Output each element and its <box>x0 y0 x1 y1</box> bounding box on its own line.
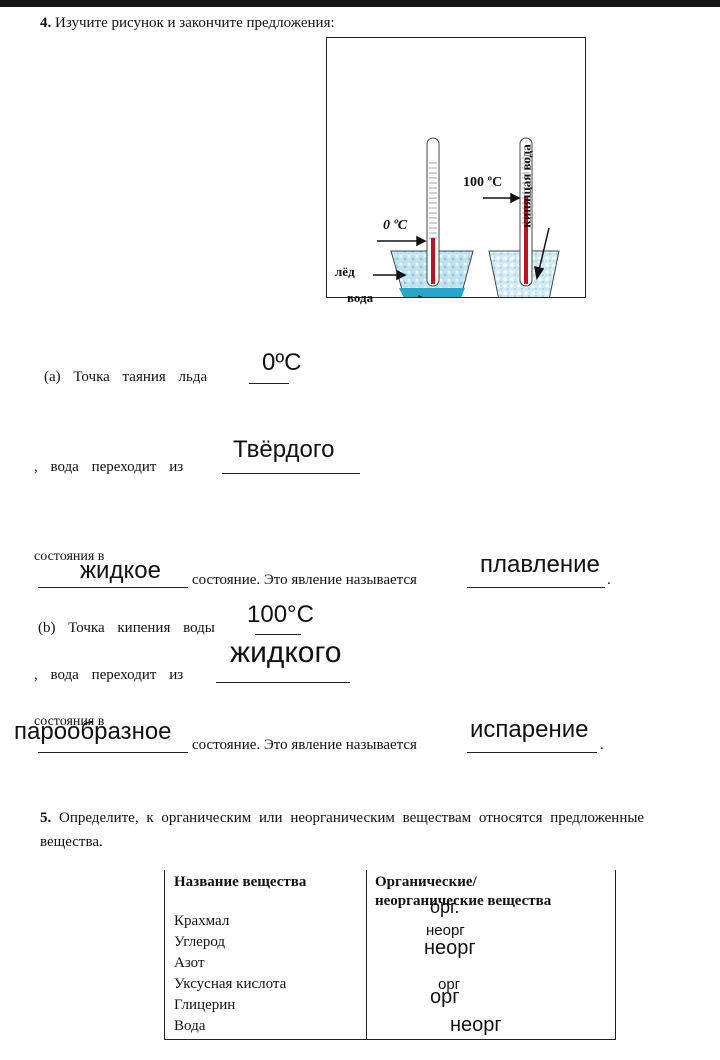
q4b-to-line <box>38 752 188 753</box>
q4b-prefix: (b) Точка кипения воды <box>38 620 215 636</box>
q4b-answer-temp: 100°C <box>247 601 314 628</box>
table-row-name: Вода <box>174 1018 206 1034</box>
q4b-suffix: состояние. Это явление называется <box>192 737 417 753</box>
q4b-phenomenon-line <box>467 752 597 753</box>
table-row-name: Углерод <box>174 934 226 950</box>
q4a-to-line <box>38 587 188 588</box>
label-water: вода <box>347 290 374 305</box>
thermometer-illustration <box>373 137 560 297</box>
q4b-line2: , вода переходит из <box>34 667 184 683</box>
q4b-end-dot: . <box>600 737 604 753</box>
q5-title: 5. Определите, к органическим или неорга… <box>40 810 720 827</box>
thermometer-figure: 0 ºC 100 ºC лёд вода кипящая вода <box>326 37 586 305</box>
q4b-answer-from: жидкого <box>230 636 342 669</box>
q4a-phenomenon-line <box>467 587 605 588</box>
q4a-answer-to: жидкое <box>80 557 161 584</box>
top-bar <box>0 0 720 7</box>
label-100c: 100 ºC <box>463 175 503 190</box>
label-boiling-water: кипящая вода <box>518 144 534 228</box>
q4-number: 4. <box>40 15 52 31</box>
table-row-answer: орг. <box>430 897 460 917</box>
q4a-answer-phenomenon: плавление <box>480 551 600 578</box>
q4a-temp-line <box>249 383 289 384</box>
table-row-answer: орг <box>438 976 461 993</box>
q4b-from-line <box>216 682 350 683</box>
table-border-left <box>164 870 165 1040</box>
label-ice: лёд <box>335 264 355 279</box>
table-header-type-line1: Органические/ <box>375 874 477 890</box>
label-0c: 0 ºC <box>383 218 408 233</box>
table-row-name: Уксусная кислота <box>174 976 287 992</box>
q4a-answer-temp: 0ºC <box>262 349 302 376</box>
table-header-type-line2: неорганические вещества <box>375 893 552 909</box>
table-border-bottom <box>164 1039 616 1040</box>
table-row-name: Глицерин <box>174 997 236 1013</box>
table-header-name: Название вещества <box>174 874 307 890</box>
q4b-line3: состояния в <box>34 714 105 729</box>
q4a-prefix: (a) Точка таяния льда <box>44 369 208 385</box>
table-row-name: Азот <box>174 955 205 971</box>
q4-title: 4. Изучите рисунок и закончите предложен… <box>40 15 335 32</box>
q5-title-text: Определите, к органическим или неорганич… <box>59 810 645 826</box>
q4a-line3: состояния в <box>34 549 105 564</box>
q4-title-text: Изучите рисунок и закончите предложения: <box>55 15 335 31</box>
table-row-answer: орг <box>430 986 460 1008</box>
q4b-answer-to: парообразное <box>14 718 172 745</box>
table-border-right <box>615 870 616 1040</box>
q4a-end-dot: . <box>607 572 611 588</box>
table-row-answer: неорг <box>424 937 476 959</box>
table-border-middle <box>366 870 367 1040</box>
substances-table: Название вещества Органические/ неоргани… <box>164 870 616 1040</box>
table-row-answer: неорг <box>450 1014 502 1036</box>
q5-number: 5. <box>40 810 52 826</box>
table-row-answer: неорг <box>426 922 465 939</box>
table-row-name: Крахмал <box>174 913 230 929</box>
q4b-answer-phenomenon: испарение <box>470 716 589 743</box>
q4a-line2: , вода переходит из <box>34 459 184 475</box>
q4a-answer-from: Твёрдого <box>233 436 335 463</box>
q4b-temp-line <box>255 634 301 635</box>
q5-title-line2: вещества. <box>40 834 103 850</box>
q4a-suffix: состояние. Это явление называется <box>192 572 417 588</box>
q4a-from-line <box>222 473 360 474</box>
